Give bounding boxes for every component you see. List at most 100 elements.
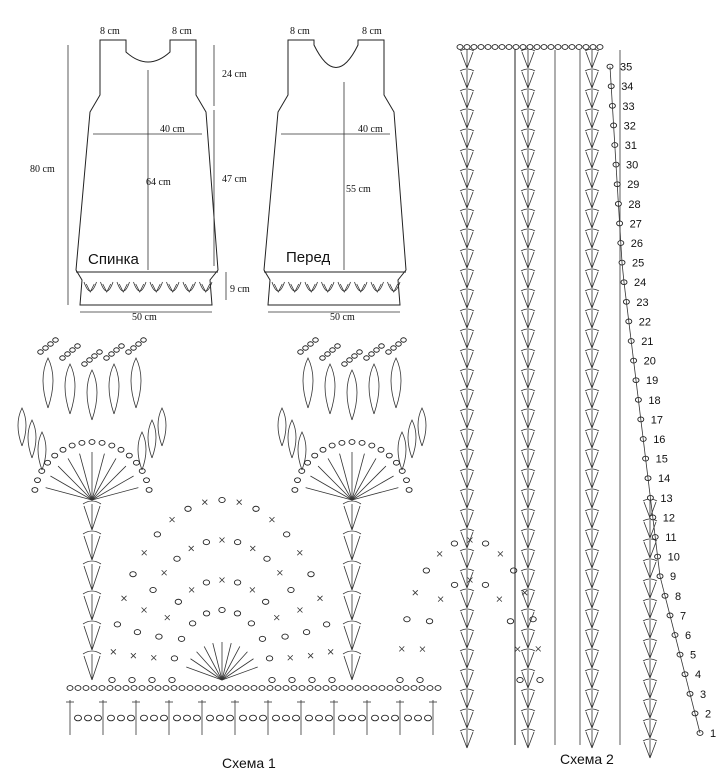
- back-strap-left-label: 8 cm: [100, 26, 120, 37]
- fan-top: [82, 650, 102, 655]
- chain-stitch: [177, 635, 186, 642]
- shell-stitch: [521, 230, 535, 249]
- chain-stitch: [160, 714, 168, 722]
- chain-stitch: [122, 685, 130, 691]
- sc-stitch: [141, 607, 147, 613]
- row-number: 15: [656, 454, 668, 466]
- shell-stitch: [521, 670, 535, 689]
- scheme-1-caption: Схема 1: [222, 755, 276, 771]
- fan-ray: [327, 458, 353, 501]
- chain-stitch: [186, 685, 194, 691]
- edge-chain-link: [609, 66, 612, 87]
- row-number: 17: [651, 414, 663, 426]
- center-fan-ray: [203, 646, 223, 681]
- shell-stitch: [521, 250, 535, 269]
- fan-ray: [67, 458, 93, 501]
- row-number: 16: [653, 434, 665, 446]
- shell-stitch: [585, 110, 599, 129]
- chain-stitch: [129, 571, 137, 578]
- fan-ray: [351, 487, 399, 501]
- shell-top: [584, 548, 600, 552]
- chain-stitch: [385, 349, 392, 355]
- row-number: 11: [665, 532, 676, 544]
- chain-stitch: [133, 629, 142, 636]
- shell-top: [520, 428, 536, 432]
- body-length-label: 47 cm: [222, 174, 247, 185]
- fan-ray: [91, 465, 127, 501]
- chain-stitch: [358, 440, 366, 446]
- chain-stitch: [74, 714, 82, 722]
- front-panel-outline: [263, 39, 407, 306]
- chain-stitch: [509, 567, 518, 574]
- chain-stitch: [263, 555, 271, 562]
- fan-top: [342, 530, 362, 535]
- fan-top: [342, 620, 362, 625]
- shell-stitch: [585, 630, 599, 649]
- shell-stitch: [643, 580, 657, 599]
- fan-cluster: [83, 504, 101, 531]
- edge-chain-link: [657, 556, 661, 577]
- shell-top: [584, 628, 600, 632]
- chain-stitch: [290, 685, 298, 691]
- shell-top: [520, 388, 536, 392]
- chain-stitch: [505, 44, 513, 50]
- back-border-motifs: [83, 281, 213, 293]
- chain-stitch: [338, 685, 346, 691]
- shell-stitch: [585, 70, 599, 89]
- shell-stitch: [460, 190, 474, 209]
- chain-stitch: [307, 341, 314, 347]
- edge-chain-link: [652, 517, 656, 538]
- border-scallop: [271, 281, 285, 292]
- chain-stitch: [274, 685, 282, 691]
- shell-stitch: [585, 370, 599, 389]
- chain-stitch: [319, 446, 327, 453]
- shell-stitch: [460, 730, 474, 749]
- center-fan-ray: [221, 666, 258, 681]
- chain-stitch: [150, 714, 158, 722]
- shell-stitch: [521, 650, 535, 669]
- shell-stitch: [521, 210, 535, 229]
- chain-stitch: [210, 685, 218, 691]
- chain-stitch: [351, 353, 358, 359]
- chain-stitch: [378, 685, 386, 691]
- shell-top: [459, 68, 475, 72]
- shell-top: [584, 208, 600, 212]
- row-number: 35: [620, 62, 632, 74]
- border-motif: [339, 283, 349, 293]
- chain-stitch: [395, 341, 402, 347]
- chain-stitch: [108, 676, 116, 684]
- shell-stitch: [585, 270, 599, 289]
- edge-chain-link: [684, 674, 691, 694]
- chain-stitch: [86, 357, 93, 363]
- chain-stitch: [130, 345, 137, 351]
- chain-stitch: [52, 337, 59, 343]
- sc-stitch: [287, 654, 294, 661]
- shell-stitch: [521, 470, 535, 489]
- chain-stitch: [143, 477, 150, 484]
- front-width-label: 40 cm: [358, 124, 383, 135]
- side-leaf: [407, 419, 417, 459]
- chain-stitch: [516, 676, 524, 684]
- side-leaf: [17, 407, 27, 447]
- sc-stitch: [236, 499, 242, 505]
- fan-cluster: [343, 564, 361, 591]
- fan-top: [82, 560, 102, 565]
- chain-stitch: [90, 685, 98, 691]
- chain-stitch: [410, 685, 418, 691]
- chain-stitch: [184, 505, 192, 512]
- shell-top: [584, 368, 600, 372]
- shell-stitch: [460, 350, 474, 369]
- leaf-motif: [86, 369, 98, 421]
- shell-stitch: [521, 490, 535, 509]
- back-panel-outline: [75, 39, 219, 306]
- shell-stitch: [585, 710, 599, 729]
- shell-top: [459, 728, 475, 732]
- shell-top: [459, 408, 475, 412]
- shell-stitch: [460, 330, 474, 349]
- shell-top: [459, 128, 475, 132]
- chain-stitch: [477, 44, 485, 50]
- row-number: 24: [634, 277, 646, 289]
- shell-stitch: [521, 430, 535, 449]
- fan-cluster: [83, 564, 101, 591]
- chain-stitch: [81, 361, 88, 367]
